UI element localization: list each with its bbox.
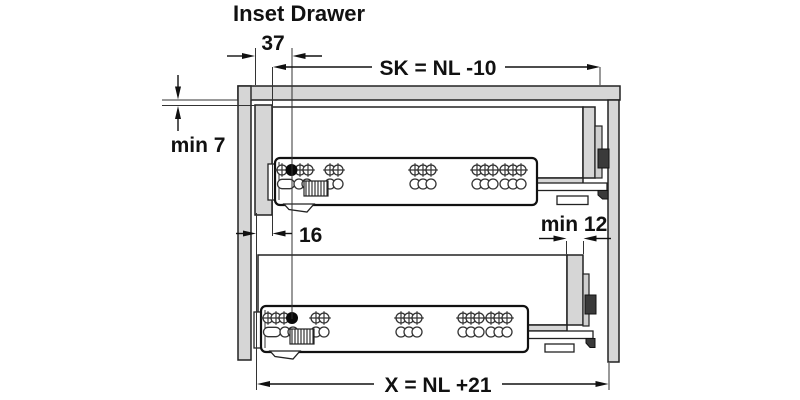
rear-bracket-latch bbox=[584, 294, 597, 315]
dim-min7-label: min 7 bbox=[171, 134, 226, 157]
rear-bracket-latch bbox=[597, 148, 610, 169]
runner-rail-top bbox=[267, 156, 539, 213]
runner-rear-step bbox=[556, 195, 589, 206]
dim-min12-label: min 12 bbox=[541, 213, 608, 236]
dim-min7: min 7 bbox=[171, 75, 226, 157]
drawer-back-panel bbox=[582, 106, 596, 179]
adjuster-ribbed bbox=[303, 180, 329, 197]
rear-hook bbox=[585, 338, 596, 348]
dim-min12: min 12 bbox=[539, 213, 611, 242]
cabinet-front-edge bbox=[237, 85, 252, 361]
runner-rear-arm bbox=[527, 330, 594, 340]
dim-37-label: 37 bbox=[261, 32, 284, 55]
top-drawer bbox=[254, 104, 610, 216]
dim-sk-label: SK = NL -10 bbox=[380, 57, 497, 80]
runner-rear-arm bbox=[536, 182, 608, 192]
runner-rear-step bbox=[544, 343, 575, 353]
dimension-lines: 37 SK = NL -10 min 7 16 bbox=[162, 32, 611, 397]
drawer-back-panel bbox=[566, 254, 584, 326]
dim-16-label: 16 bbox=[299, 224, 322, 247]
bottom-drawer bbox=[253, 254, 597, 360]
dim-sk: SK = NL -10 bbox=[273, 57, 600, 80]
runner-rail-bottom bbox=[253, 304, 530, 360]
rail-front-hook bbox=[282, 203, 316, 213]
diagram-title: Inset Drawer bbox=[233, 1, 365, 26]
rail-front-hook bbox=[268, 350, 302, 360]
dim-37: 37 bbox=[227, 32, 322, 59]
cabinet bbox=[237, 85, 621, 363]
dim-x: X = NL +21 bbox=[257, 374, 609, 397]
drawer-bottom-panel bbox=[527, 324, 568, 332]
adjuster-ribbed bbox=[289, 328, 315, 345]
dim-16: 16 bbox=[236, 224, 322, 247]
dim-x-label: X = NL +21 bbox=[384, 374, 491, 397]
rear-hook bbox=[597, 190, 609, 200]
cabinet-back-panel bbox=[607, 99, 620, 363]
cabinet-top-panel bbox=[237, 85, 621, 101]
